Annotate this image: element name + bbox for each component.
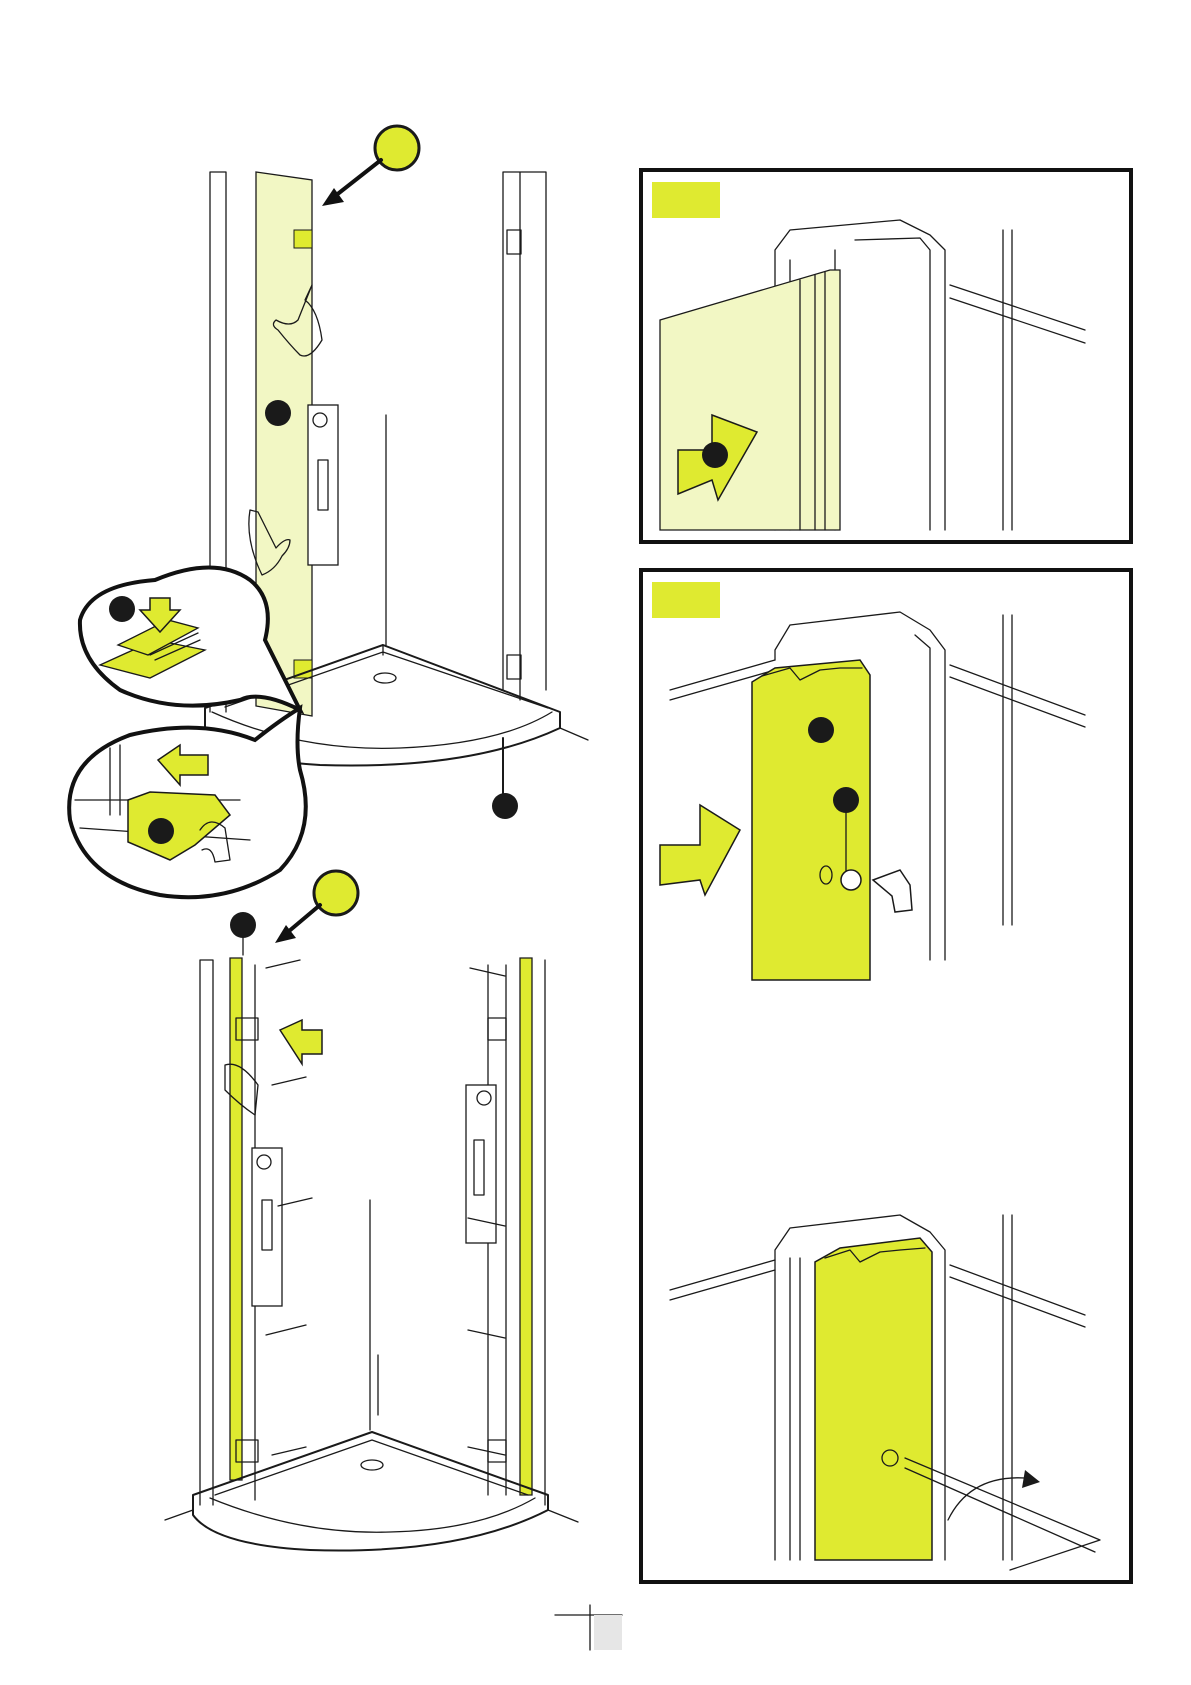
- detail-label-tab-1: [652, 182, 720, 218]
- door-handle: [308, 405, 338, 565]
- bottom-fig-handle-right: [466, 1085, 496, 1243]
- cover-profile-fitted: [815, 1238, 932, 1560]
- callout-dot-panel: [265, 400, 291, 426]
- callout-dot-screw: [833, 787, 859, 813]
- page-number-tab: [594, 1615, 622, 1650]
- step-marker-circle-1: [375, 126, 419, 170]
- callout-dot-box1: [702, 442, 728, 468]
- detail-box-1: [641, 170, 1131, 542]
- callout-dot-clip: [109, 596, 135, 622]
- step-marker-circle-2: [314, 871, 358, 915]
- callout-dot-profile: [230, 912, 256, 938]
- cover-profile-highlighted: [752, 660, 870, 980]
- detail-label-tab-2: [652, 582, 720, 618]
- bottom-fig-handle-left: [252, 1148, 282, 1306]
- detail-box-2: [641, 570, 1131, 1582]
- hinge-top: [294, 230, 312, 248]
- callout-dot-tray: [492, 793, 518, 819]
- screw-cap: [841, 870, 861, 890]
- wall-profile-highlighted-right: [520, 958, 532, 1495]
- callout-dot-slide: [148, 818, 174, 844]
- callout-dot-cover: [808, 717, 834, 743]
